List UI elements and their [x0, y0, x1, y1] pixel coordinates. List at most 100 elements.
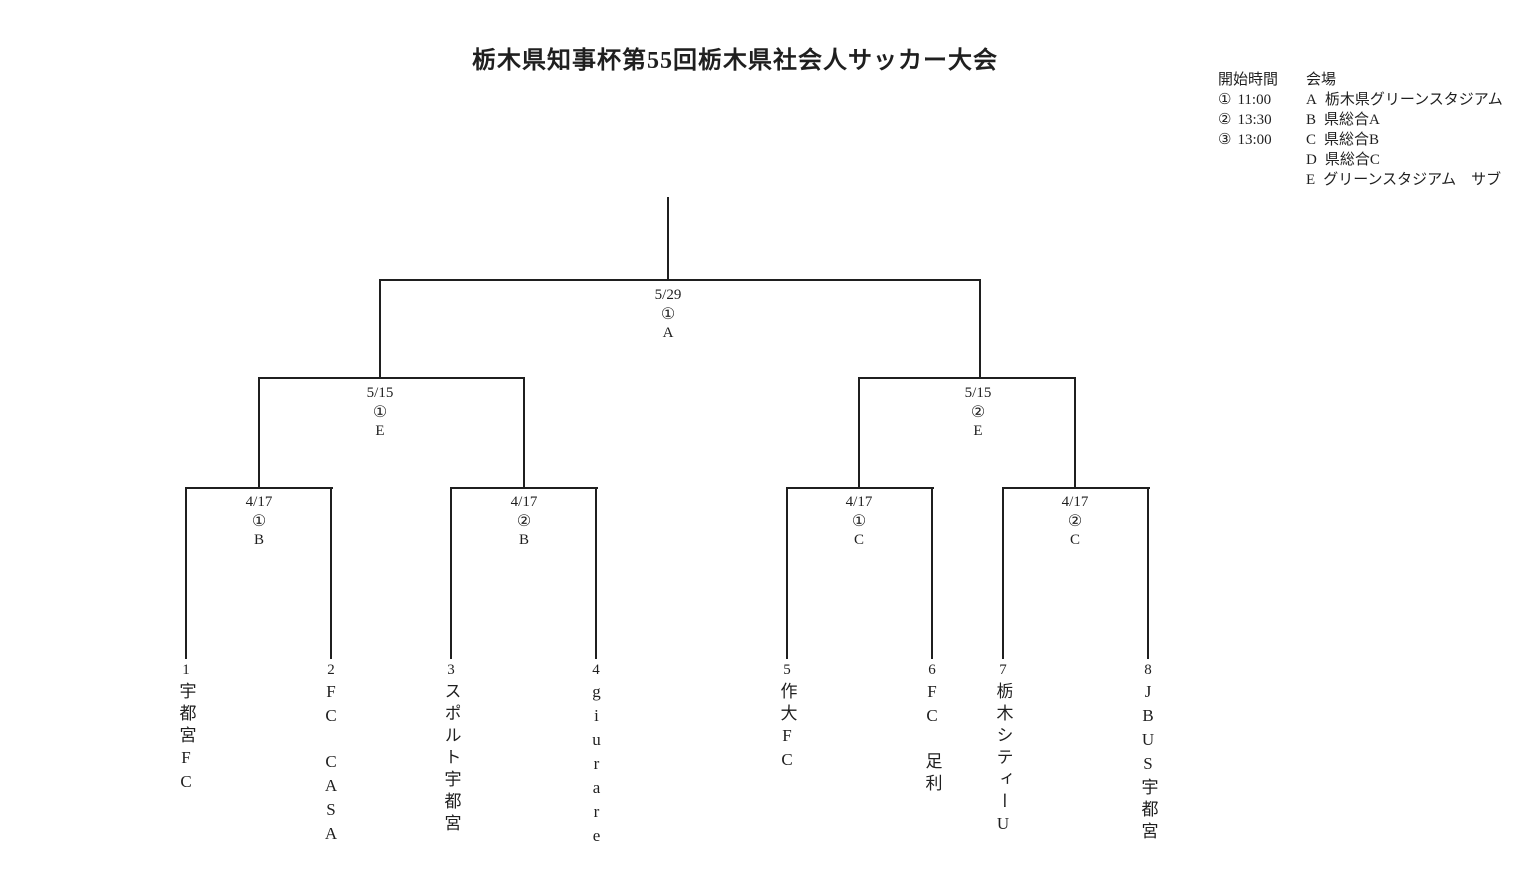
match-date: 5/15 [366, 385, 394, 401]
bracket-line-semifinal-right-bar [858, 377, 1076, 379]
bracket-line-team2-stem [330, 487, 332, 659]
venue-row: E グリーンスタジアム サブ [1306, 170, 1503, 190]
bracket-line-qf3-bar [786, 487, 934, 489]
match-slot: ① [372, 404, 388, 421]
match-slot: ① [660, 306, 676, 323]
match-label-final: 5/29 ① A [618, 286, 718, 343]
team-name: スポルト宇都宮 [441, 682, 461, 836]
bracket-line-qf2-stem [523, 377, 525, 489]
bracket-line-final-stem [667, 197, 669, 281]
bracket-line-qf2-bar [450, 487, 598, 489]
start-times-header: 開始時間 [1218, 72, 1279, 88]
match-venue: B [518, 532, 529, 548]
bracket-line-semifinal-right-stem [979, 279, 981, 379]
venue-code: C [1306, 132, 1317, 148]
venue-row: C 県総合B [1306, 130, 1503, 150]
slot-mark: ② [1218, 112, 1232, 128]
bracket-line-team7-stem [1002, 487, 1004, 659]
team-slot-3: 3 スポルト宇都宮 [433, 661, 469, 836]
bracket-line-qf4-stem [1074, 377, 1076, 489]
match-venue: E [973, 423, 983, 439]
bracket-line-team3-stem [450, 487, 452, 659]
match-slot: ① [251, 513, 267, 530]
bracket-line-qf1-stem [258, 377, 260, 489]
venue-name: 県総合B [1324, 132, 1380, 148]
team-slot-1: 1 宇都宮FC [168, 661, 204, 796]
match-date: 4/17 [245, 494, 273, 510]
match-date: 4/17 [1061, 494, 1089, 510]
team-slot-8: 8 JBUS宇都宮 [1130, 661, 1166, 844]
team-seed: 2 [327, 662, 335, 678]
match-label-quarterfinal-3: 4/17 ① C [809, 493, 909, 550]
legend-start-times: 開始時間 ① 11:00 ② 13:30 ③ 13:00 [1218, 70, 1278, 190]
venue-name: 栃木県グリーンスタジアム [1324, 92, 1503, 108]
team-seed: 7 [999, 662, 1007, 678]
bracket-line-team5-stem [786, 487, 788, 659]
team-slot-5: 5 作大FC [769, 661, 805, 774]
venue-code: E [1306, 172, 1316, 188]
slot-mark: ③ [1218, 132, 1232, 148]
slot-mark: ① [1218, 92, 1232, 108]
match-date: 4/17 [510, 494, 538, 510]
match-venue: B [253, 532, 264, 548]
team-slot-2: 2 FC CASA [313, 661, 349, 848]
venue-code: A [1306, 92, 1317, 108]
venue-row: B 県総合A [1306, 110, 1503, 130]
team-slot-7: 7 栃木シティーU [985, 661, 1021, 838]
match-date: 4/17 [845, 494, 873, 510]
venue-name: グリーンスタジアム サブ [1323, 172, 1502, 188]
match-slot: ② [516, 513, 532, 530]
match-label-quarterfinal-4: 4/17 ② C [1025, 493, 1125, 550]
team-seed: 3 [447, 662, 455, 678]
venue-name: 県総合C [1324, 152, 1380, 168]
start-time: 13:30 [1237, 112, 1272, 128]
team-seed: 4 [592, 662, 600, 678]
start-time: 13:00 [1237, 132, 1272, 148]
bracket-line-final-bar [379, 279, 981, 281]
team-slot-6: 6 FC 足利 [914, 661, 950, 796]
bracket-line-team6-stem [931, 487, 933, 659]
match-slot: ① [851, 513, 867, 530]
venue-name: 県総合A [1324, 112, 1380, 128]
start-time-row: ① 11:00 [1218, 90, 1278, 110]
team-seed: 5 [783, 662, 791, 678]
start-time-row: ② 13:30 [1218, 110, 1278, 130]
team-name: 栃木シティーU [993, 682, 1013, 838]
team-seed: 6 [928, 662, 936, 678]
match-venue: A [662, 325, 674, 341]
match-venue: C [853, 532, 864, 548]
match-label-semifinal-1: 5/15 ① E [330, 384, 430, 441]
bracket-line-team1-stem [185, 487, 187, 659]
match-slot: ② [1067, 513, 1083, 530]
bracket-line-semifinal-left-stem [379, 279, 381, 379]
start-time: 11:00 [1237, 92, 1272, 108]
venue-code: D [1306, 152, 1317, 168]
bracket-line-team4-stem [595, 487, 597, 659]
match-venue: C [1069, 532, 1080, 548]
venue-row: A 栃木県グリーンスタジアム [1306, 90, 1503, 110]
bracket-line-qf1-bar [185, 487, 333, 489]
team-name: FC 足利 [922, 682, 942, 796]
match-label-quarterfinal-2: 4/17 ② B [474, 493, 574, 550]
venue-code: B [1306, 112, 1317, 128]
team-name: FC CASA [321, 682, 341, 848]
match-label-semifinal-2: 5/15 ② E [928, 384, 1028, 441]
match-date: 5/15 [964, 385, 992, 401]
bracket-line-team8-stem [1147, 487, 1149, 659]
match-date: 5/29 [654, 287, 682, 303]
bracket-line-qf3-stem [858, 377, 860, 489]
team-name: 宇都宮FC [176, 682, 196, 796]
page-title: 栃木県知事杯第55回栃木県社会人サッカー大会 [472, 48, 998, 74]
team-seed: 8 [1144, 662, 1152, 678]
bracket-line-semifinal-left-bar [258, 377, 525, 379]
team-name: 作大FC [777, 682, 797, 774]
team-name: giurare [587, 682, 606, 850]
bracket-line-qf4-bar [1002, 487, 1150, 489]
team-slot-4: 4 giurare [578, 661, 614, 850]
match-label-quarterfinal-1: 4/17 ① B [209, 493, 309, 550]
start-time-row: ③ 13:00 [1218, 130, 1278, 150]
match-venue: E [375, 423, 385, 439]
match-slot: ② [970, 404, 986, 421]
